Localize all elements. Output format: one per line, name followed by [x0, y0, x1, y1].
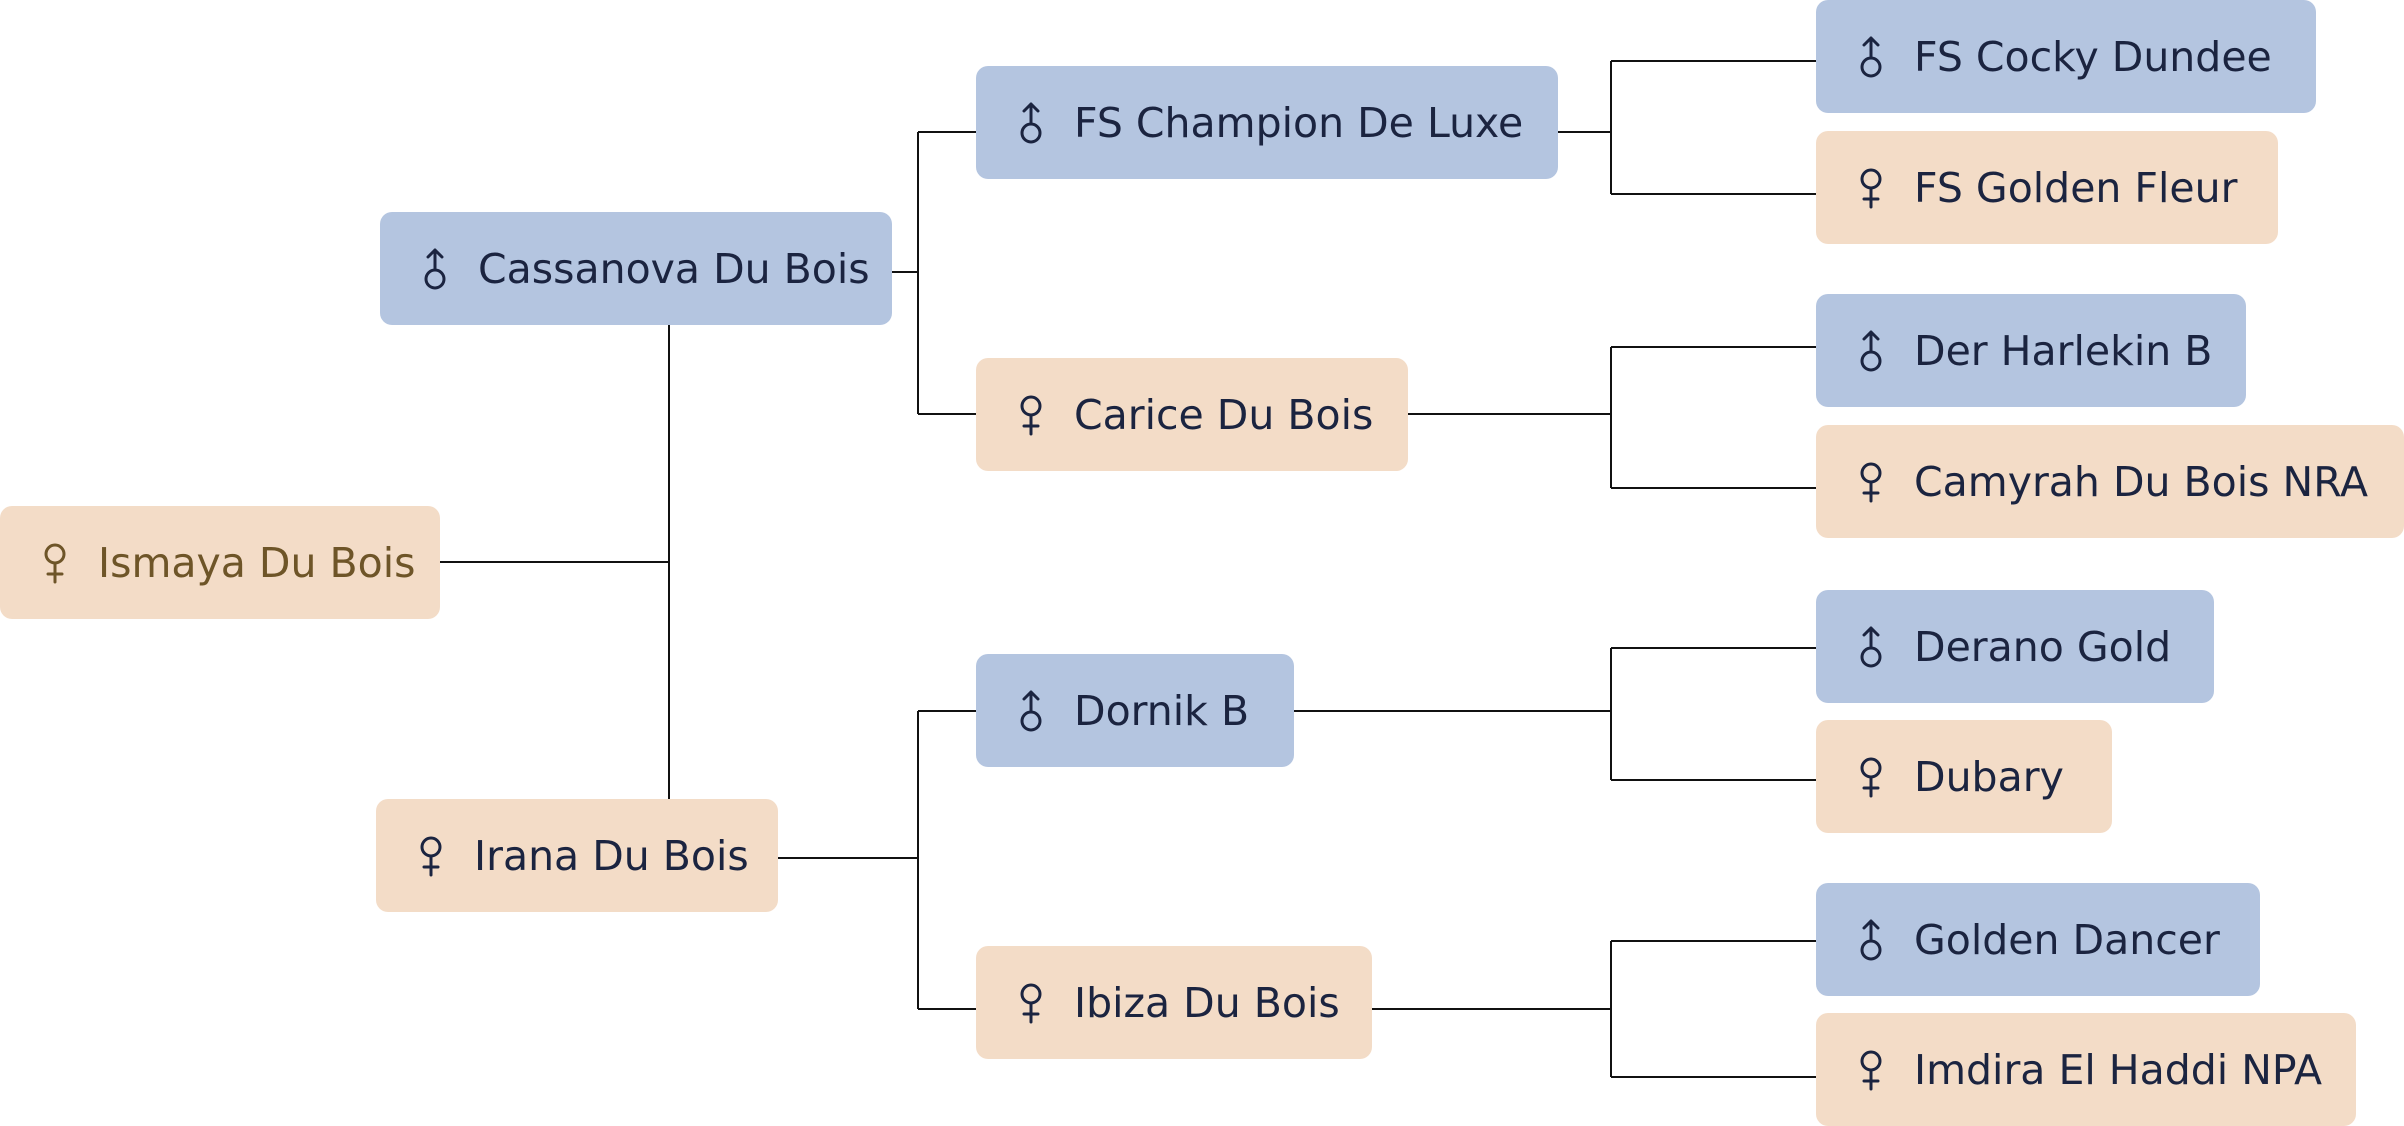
pedigree-node-dam-sire[interactable]: Dornik B — [976, 654, 1294, 767]
pedigree-node-sire-dam[interactable]: Carice Du Bois — [976, 358, 1408, 471]
node-name: Cassanova Du Bois — [478, 244, 870, 293]
connector-subject-to-parents — [440, 325, 670, 799]
connector-dam-dam-to-ancestors — [1372, 940, 1816, 1078]
node-name: Carice Du Bois — [1074, 390, 1374, 439]
female-symbol-icon — [1016, 980, 1046, 1026]
male-symbol-icon — [1856, 34, 1886, 80]
pedigree-node-sire-dam-sire[interactable]: Der Harlekin B — [1816, 294, 2246, 407]
node-name: Ibiza Du Bois — [1074, 978, 1340, 1027]
male-symbol-icon — [1016, 688, 1046, 734]
female-symbol-icon — [1856, 754, 1886, 800]
pedigree-node-sire-dam-dam[interactable]: Camyrah Du Bois NRA — [1816, 425, 2404, 538]
pedigree-node-dam-sire-sire[interactable]: Derano Gold — [1816, 590, 2214, 703]
node-name: Irana Du Bois — [474, 831, 749, 880]
female-symbol-icon — [1856, 1047, 1886, 1093]
female-symbol-icon — [1856, 165, 1886, 211]
connector-sire-dam-to-ancestors — [1408, 346, 1816, 489]
pedigree-node-sire-sire-sire[interactable]: FS Cocky Dundee — [1816, 0, 2316, 113]
pedigree-node-sire[interactable]: Cassanova Du Bois — [380, 212, 892, 325]
connector-dam-to-grandparents — [778, 710, 976, 1010]
female-symbol-icon — [40, 540, 70, 586]
node-name: Derano Gold — [1914, 622, 2172, 671]
female-symbol-icon — [416, 833, 446, 879]
connector-sire-to-grandparents — [892, 131, 976, 415]
node-name: Der Harlekin B — [1914, 326, 2213, 375]
female-symbol-icon — [1016, 392, 1046, 438]
pedigree-node-dam-dam-dam[interactable]: Imdira El Haddi NPA — [1816, 1013, 2356, 1126]
pedigree-node-dam-dam-sire[interactable]: Golden Dancer — [1816, 883, 2260, 996]
male-symbol-icon — [1856, 917, 1886, 963]
male-symbol-icon — [420, 246, 450, 292]
pedigree-node-sire-sire[interactable]: FS Champion De Luxe — [976, 66, 1558, 179]
node-name: FS Cocky Dundee — [1914, 32, 2272, 81]
node-name: FS Champion De Luxe — [1074, 98, 1524, 147]
node-name: FS Golden Fleur — [1914, 163, 2238, 212]
pedigree-node-dam-sire-dam[interactable]: Dubary — [1816, 720, 2112, 833]
node-name: Dornik B — [1074, 686, 1250, 735]
node-name: Dubary — [1914, 752, 2064, 801]
node-name: Imdira El Haddi NPA — [1914, 1045, 2323, 1094]
pedigree-node-subject[interactable]: Ismaya Du Bois — [0, 506, 440, 619]
connector-sire-sire-to-ancestors — [1558, 60, 1816, 195]
node-name: Camyrah Du Bois NRA — [1914, 457, 2369, 506]
male-symbol-icon — [1856, 624, 1886, 670]
pedigree-node-dam-dam[interactable]: Ibiza Du Bois — [976, 946, 1372, 1059]
connector-dam-sire-to-ancestors — [1294, 647, 1816, 781]
male-symbol-icon — [1016, 100, 1046, 146]
pedigree-node-sire-sire-dam[interactable]: FS Golden Fleur — [1816, 131, 2278, 244]
male-symbol-icon — [1856, 328, 1886, 374]
pedigree-node-dam[interactable]: Irana Du Bois — [376, 799, 778, 912]
node-name: Golden Dancer — [1914, 915, 2220, 964]
female-symbol-icon — [1856, 459, 1886, 505]
node-name: Ismaya Du Bois — [98, 538, 416, 587]
